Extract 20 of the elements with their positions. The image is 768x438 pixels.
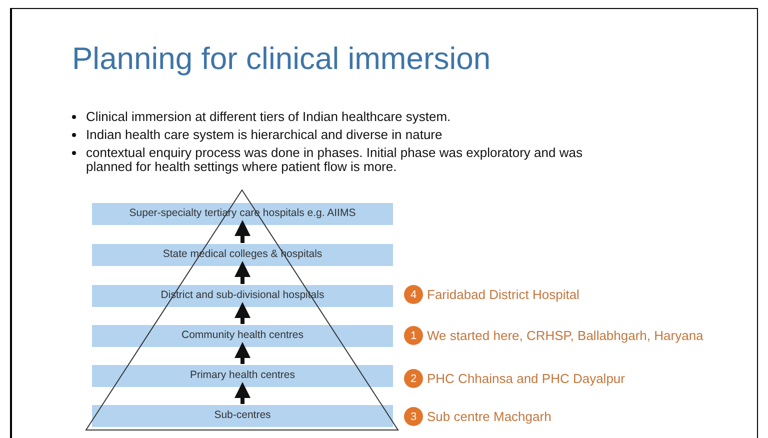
arrow [234, 261, 250, 284]
arrow [234, 382, 250, 404]
callout-text: Faridabad District Hospital [427, 286, 580, 304]
callout-number: 4 [404, 285, 423, 304]
tier-bar: Primary health centres [92, 365, 393, 387]
tier-bar: Community health centres [92, 325, 393, 347]
callout-text: Sub centre Machgarh [427, 408, 552, 426]
callout-number: 2 [404, 369, 423, 388]
arrow [234, 302, 250, 324]
callout-text: We started here, CRHSP, Ballabhgarh, Haryana [427, 327, 704, 345]
bullet-text: contextual enquiry process was done in phases. Initial phase was exploratory and was planned for health settings where patient flow is more. [86, 146, 584, 174]
bullet-text: Indian health care system is hierarchical and diverse in nature [86, 128, 442, 142]
callout-number: 3 [404, 407, 423, 426]
tier-bar: Sub-centres [92, 405, 393, 427]
arrow [234, 220, 250, 243]
callout-text: PHC Chhainsa and PHC Dayalpur [427, 370, 625, 388]
callout-number: 1 [404, 326, 423, 346]
bullet-text: Clinical immersion at different tiers of Indian healthcare system. [86, 110, 451, 124]
arrow [234, 342, 250, 364]
slide-title: Planning for clinical immersion [72, 40, 491, 78]
